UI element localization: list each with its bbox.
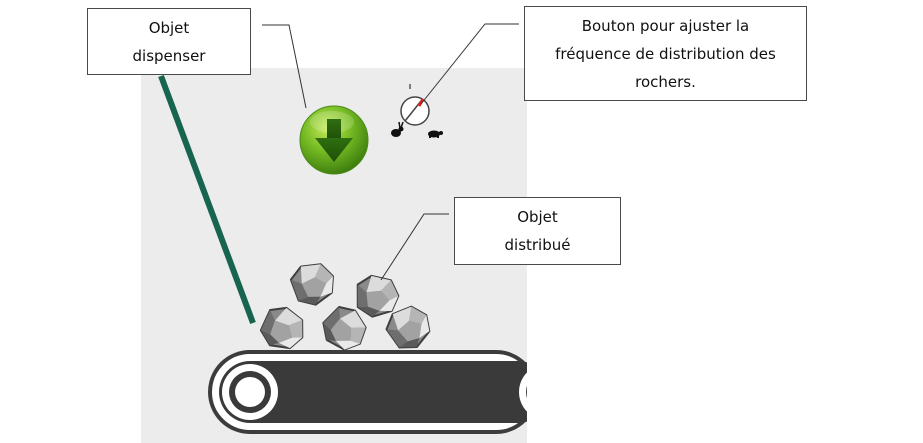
conveyor-wheel <box>222 364 278 420</box>
frequency-knob[interactable] <box>400 84 430 126</box>
ramp <box>158 74 256 325</box>
frequency-button-callout: Bouton pour ajuster la fréquence de dist… <box>524 6 807 101</box>
rock <box>322 306 367 351</box>
rock <box>385 305 431 349</box>
dispenser-callout: Objet dispenser <box>87 8 251 75</box>
rock <box>356 274 400 318</box>
leader-line <box>380 213 449 281</box>
rock <box>259 306 304 350</box>
conveyor-belt <box>208 350 575 434</box>
leader-line <box>420 23 519 105</box>
knob-indicator <box>417 98 425 107</box>
rabbit-icon <box>391 121 404 137</box>
leader-line <box>262 24 307 109</box>
distributed-object-callout: Objet distribué <box>454 197 621 265</box>
dispenser-button[interactable] <box>299 105 369 175</box>
turtle-icon <box>428 130 443 138</box>
down-arrow-icon <box>315 119 353 162</box>
rock <box>289 263 334 306</box>
